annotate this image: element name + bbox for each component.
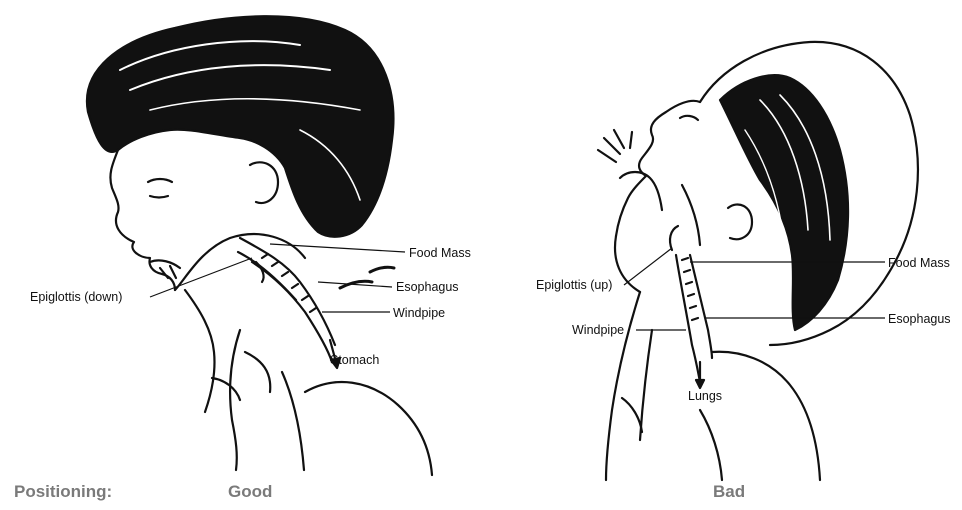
- good-food-mass-label: Food Mass: [409, 246, 471, 260]
- good-neck: [185, 290, 215, 412]
- good-leader-lines: [150, 244, 405, 312]
- bad-ear: [728, 204, 752, 239]
- good-hair: [87, 16, 393, 236]
- good-face-profile: [110, 150, 175, 290]
- bad-caption: Bad: [713, 482, 745, 502]
- good-epiglottis-label: Epiglottis (down): [30, 290, 122, 304]
- bad-food-mass-label: Food Mass: [888, 256, 950, 270]
- bad-face-profile: [616, 101, 700, 236]
- bad-windpipe-label: Windpipe: [572, 323, 624, 337]
- good-windpipe-label: Windpipe: [393, 306, 445, 320]
- bad-illustration: [598, 42, 918, 480]
- good-stomach-label: Stomach: [330, 353, 379, 367]
- bad-hair: [720, 75, 848, 330]
- good-illustration: [87, 16, 432, 475]
- bad-epiglottis-label: Epiglottis (up): [536, 278, 612, 292]
- bad-leader-lines: [624, 248, 885, 330]
- good-esophagus-label: Esophagus: [396, 280, 459, 294]
- bad-esophagus-label: Esophagus: [888, 312, 951, 326]
- good-caption: Good: [228, 482, 272, 502]
- bad-lungs-label: Lungs: [688, 389, 722, 403]
- good-ear: [250, 162, 278, 203]
- positioning-label: Positioning:: [14, 482, 112, 502]
- bad-neck: [606, 292, 640, 480]
